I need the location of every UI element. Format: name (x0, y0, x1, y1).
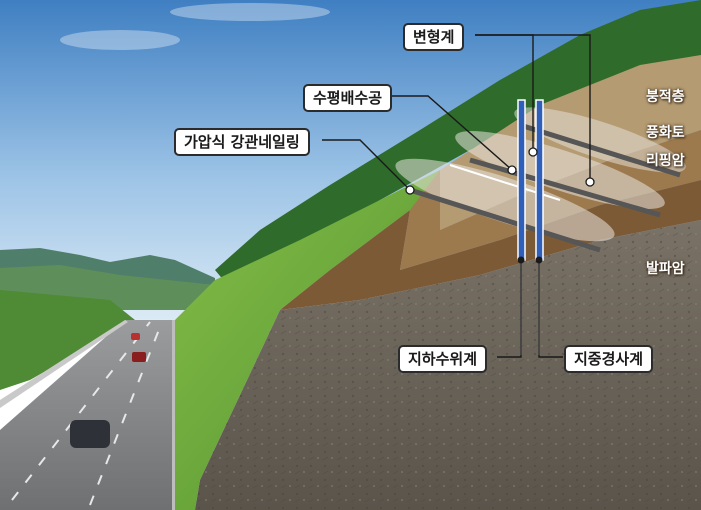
callout-horizontal-drain: 수평배수공 (303, 84, 393, 112)
highway (0, 320, 175, 510)
layer-label-ripping-rock: 리핑암 (646, 153, 685, 169)
layer-label-deposit: 붕적층 (646, 89, 685, 105)
callout-groundwater-gauge: 지하수위계 (398, 345, 488, 373)
ripping-rock-layer (280, 180, 701, 310)
leader-lines (322, 34, 591, 358)
callout-inclinometer: 지중경사계 (564, 345, 654, 373)
car (70, 420, 110, 448)
callout-pressure-nailing: 가압식 강관네일링 (174, 128, 310, 156)
callout-extensometer: 변형계 (403, 23, 465, 51)
layer-label-weathered-soil: 풍화토 (646, 125, 685, 141)
layer-label-blasting-rock: 발파암 (646, 261, 685, 277)
valley-trees (0, 290, 135, 390)
soil-nails (395, 107, 686, 253)
grass-slope (175, 160, 470, 510)
